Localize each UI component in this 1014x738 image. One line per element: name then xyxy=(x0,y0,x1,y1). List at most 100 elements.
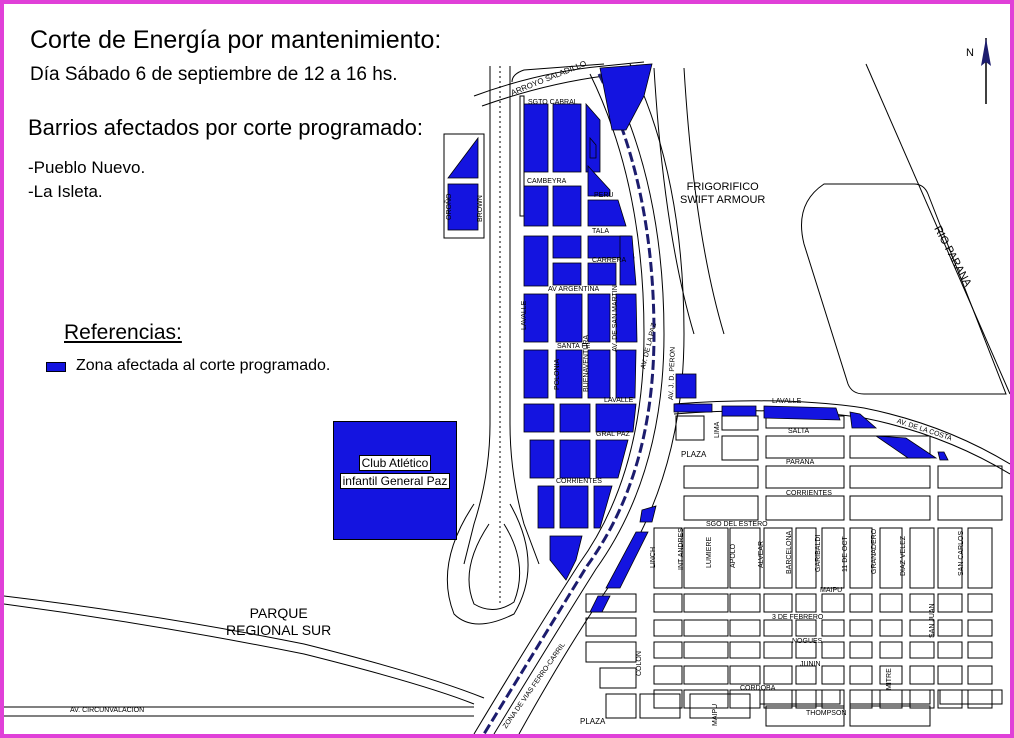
grid-block xyxy=(683,689,729,709)
frigorifico-line-1: FRIGORIFICO xyxy=(686,181,759,193)
affected-block xyxy=(523,403,555,433)
barrios-heading: Barrios afectados por corte programado: xyxy=(28,115,423,140)
grid-block xyxy=(909,641,935,659)
street-maipu: MAIPU xyxy=(820,587,843,594)
plaza-label-1: PLAZA xyxy=(681,450,707,459)
grid-block xyxy=(879,593,903,613)
grid-block xyxy=(879,527,903,589)
street-gral-paz: GRAL PAZ xyxy=(596,431,630,438)
affected-block xyxy=(721,405,757,417)
grid-block xyxy=(821,593,845,613)
street-lima: LIMA xyxy=(714,421,721,438)
grid-block xyxy=(653,619,683,637)
street-parana: PARANA xyxy=(786,459,815,466)
street-nogues: NOGUES xyxy=(792,638,823,645)
affected-block xyxy=(523,235,549,287)
grid-block xyxy=(795,619,817,637)
parque-line-1: PARQUE xyxy=(249,605,308,621)
grid-block xyxy=(763,527,793,589)
plaza-label-2: PLAZA xyxy=(580,717,606,726)
street-11-de-oct: 11 DE OCT xyxy=(842,536,849,572)
grid-block xyxy=(653,665,683,685)
north-label: N xyxy=(966,47,974,59)
grid-block xyxy=(967,689,993,709)
club-label-line-2: infantil General Paz xyxy=(339,473,451,489)
street-maipu-vertical: MAIPU xyxy=(712,703,719,726)
affected-block xyxy=(587,164,611,197)
affected-block xyxy=(587,293,611,343)
street-av-argentina: AV ARGENTINA xyxy=(548,286,600,293)
grid-block xyxy=(821,619,845,637)
frigorifico-label: FRIGORIFICO SWIFT ARMOUR xyxy=(680,181,765,207)
grid-block xyxy=(821,641,845,659)
frigorifico-parcel xyxy=(801,183,1007,395)
street-carrera: CARRERA xyxy=(592,257,627,264)
affected-block xyxy=(552,185,582,227)
grid-block xyxy=(765,465,845,489)
grid-block xyxy=(967,641,993,659)
affected-block xyxy=(615,349,637,399)
av-de-la-costa xyxy=(673,400,1010,465)
grid-block xyxy=(795,641,817,659)
grid-block xyxy=(795,527,817,589)
grid-block xyxy=(967,593,993,613)
grid-block xyxy=(721,415,759,431)
affected-block xyxy=(559,485,589,529)
affected-block xyxy=(589,136,597,159)
affected-block xyxy=(552,262,582,286)
grid-block xyxy=(605,693,637,719)
grid-block xyxy=(849,689,931,705)
grid-block xyxy=(937,641,963,659)
grid-block xyxy=(879,689,903,709)
street-lavalle-east: LAVALLE xyxy=(772,398,802,405)
street-oroño: OROÑO xyxy=(446,193,453,220)
affected-block xyxy=(523,103,549,173)
affected-block xyxy=(447,136,479,179)
map-subtitle: Día Sábado 6 de septiembre de 12 a 16 hs… xyxy=(30,64,398,85)
barrio-la-isleta: -La Isleta. xyxy=(28,182,103,201)
street-salta: SALTA xyxy=(788,428,810,435)
street-corrientes-east: CORRIENTES xyxy=(786,490,832,497)
grid-block xyxy=(683,665,729,685)
grid-block xyxy=(939,689,1003,705)
affected-block xyxy=(552,235,582,259)
street-cordoba: CORDOBA xyxy=(740,685,776,692)
affected-block xyxy=(529,439,555,479)
club-label: Club Atlético infantil General Paz xyxy=(337,454,453,490)
grid-block xyxy=(653,689,683,709)
legend-heading: Referencias: xyxy=(64,321,182,344)
grid-block xyxy=(937,593,963,613)
affected-block xyxy=(615,293,638,343)
grid-block xyxy=(909,527,935,589)
affected-block xyxy=(549,535,583,581)
grid-block xyxy=(795,689,817,709)
affected-block xyxy=(447,183,479,231)
affected-block xyxy=(874,435,938,459)
street-cambeyra: CAMBEYRA xyxy=(527,178,567,185)
street-peru: PERU xyxy=(594,192,614,199)
legend-swatch xyxy=(46,362,66,372)
affected-block xyxy=(559,403,591,433)
grid-block xyxy=(849,619,873,637)
grid-block xyxy=(675,415,705,441)
grid-block xyxy=(821,665,845,685)
affected-block xyxy=(639,505,657,523)
grid-block xyxy=(909,593,935,613)
grid-block xyxy=(967,527,993,589)
street-buenaventura: BUENAVENTURA xyxy=(583,334,590,392)
grid-block xyxy=(879,619,903,637)
affected-block xyxy=(937,451,949,461)
frigorifico-line-2: SWIFT ARMOUR xyxy=(680,194,766,206)
grid-block xyxy=(653,527,683,589)
affected-block xyxy=(587,262,617,286)
street-lumiere: LUMIERE xyxy=(706,536,713,568)
parque-line-2: REGIONAL SUR xyxy=(226,622,332,638)
affected-block xyxy=(552,103,582,173)
street-diaz-velez: DIAZ VELEZ xyxy=(900,535,907,576)
street-polonia: POLONIA xyxy=(554,358,561,390)
grid-block xyxy=(729,619,761,637)
street-brown: BROWN xyxy=(477,195,484,222)
grid-block xyxy=(729,641,761,659)
affected-block xyxy=(523,293,549,343)
